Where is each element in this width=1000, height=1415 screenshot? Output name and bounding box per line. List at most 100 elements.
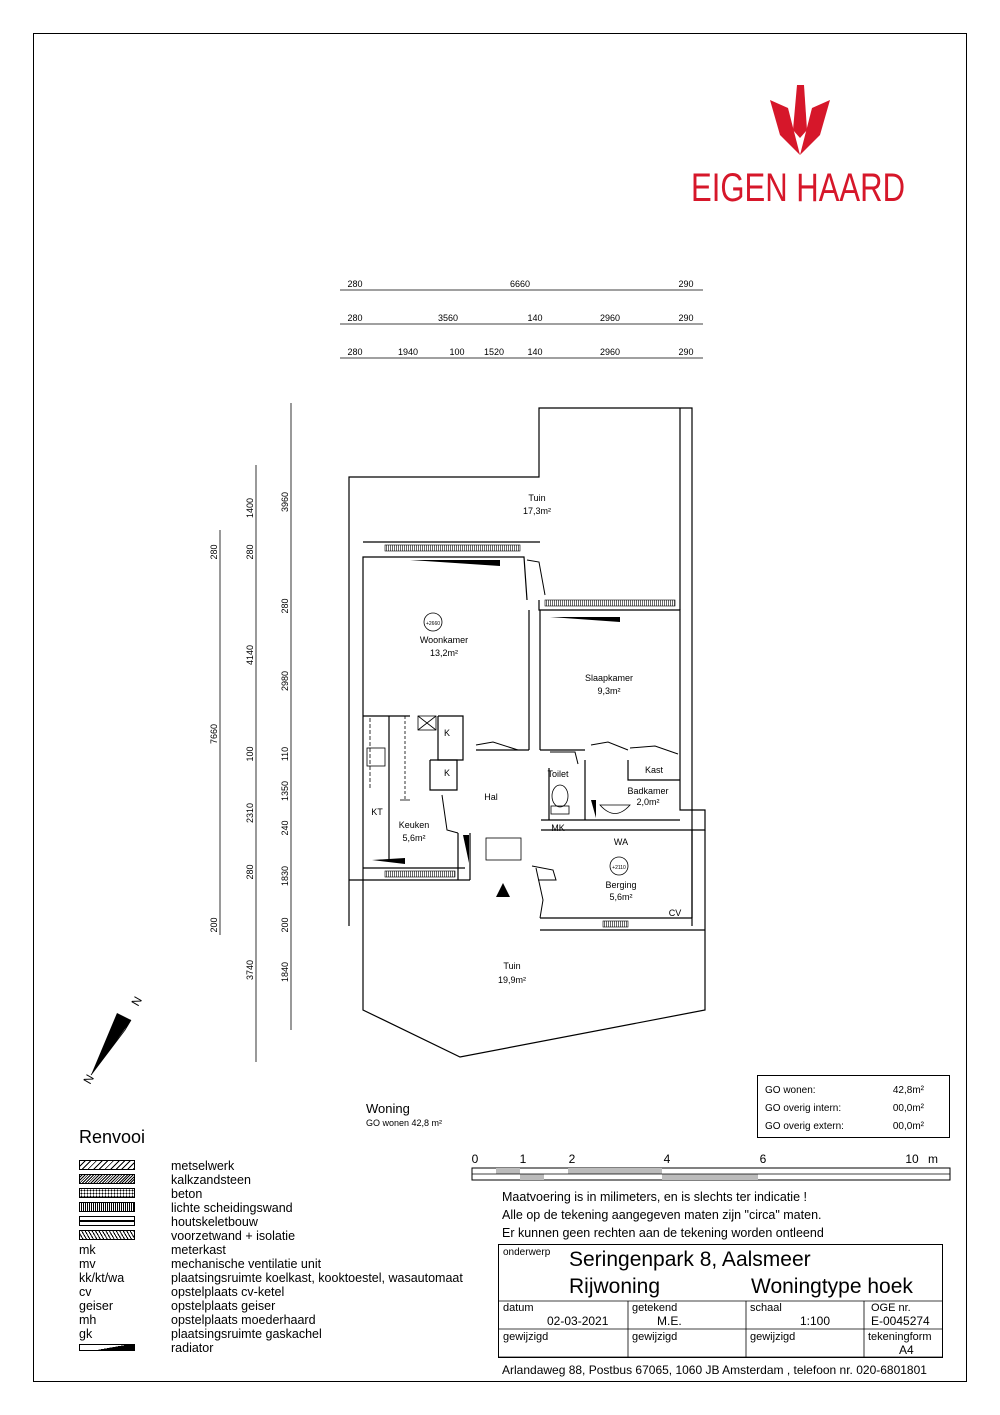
- left-dimension-labels: 280 7660 200 1400 280 4140 100 2310 280 …: [209, 492, 290, 982]
- dim-label: 140: [527, 313, 542, 323]
- legend-desc: opstelplaats geiser: [171, 1299, 276, 1313]
- area-value: 00,0m²: [892, 1103, 924, 1114]
- dim-label: 2310: [245, 803, 255, 823]
- legend-code: gk: [79, 1327, 93, 1341]
- dim-label: 1830: [280, 866, 290, 886]
- room-name: Hal: [484, 792, 498, 802]
- room-area: 5,6m²: [609, 892, 632, 902]
- oge-label: OGE nr.: [871, 1302, 911, 1314]
- timber-frame-swatch: [79, 1216, 135, 1226]
- dim-label: 290: [678, 313, 693, 323]
- project-title: Seringenpark 8, Aalsmeer: [569, 1248, 811, 1271]
- code-label: KT: [371, 807, 383, 817]
- getekend-value: M.E.: [657, 1314, 682, 1328]
- room-name: Kast: [645, 765, 664, 775]
- dim-label: 6660: [510, 279, 530, 289]
- dim-label: 2960: [600, 313, 620, 323]
- dim-label: 290: [678, 347, 693, 357]
- scale-label: 4: [664, 1152, 671, 1166]
- room-name: Keuken: [399, 820, 430, 830]
- drawing-frame: [33, 33, 967, 1382]
- room-area: 17,3m²: [523, 506, 551, 516]
- dim-label: 100: [449, 347, 464, 357]
- dwelling-type: Woningtype hoek: [751, 1275, 913, 1298]
- housing-type: Rijwoning: [569, 1275, 661, 1298]
- scale-label: 1: [520, 1152, 527, 1166]
- schaal-value: 1:100: [800, 1314, 831, 1328]
- dim-label: 2980: [280, 671, 290, 691]
- code-label: K: [444, 728, 450, 738]
- level-marker-text: +2110: [612, 865, 626, 871]
- dim-label: 240: [280, 820, 290, 835]
- room-name: Tuin: [503, 961, 520, 971]
- room-name: Berging: [605, 880, 636, 890]
- level-markers: [423, 612, 629, 876]
- scale-label: 0: [472, 1152, 479, 1166]
- dim-label: 280: [280, 598, 290, 613]
- light-wall-swatch: [79, 1202, 135, 1212]
- doors: [441, 559, 679, 919]
- level-marker-text: +2660: [426, 621, 440, 627]
- area-value: 42,8m²: [892, 1085, 924, 1096]
- legend-desc: metselwerk: [171, 1159, 235, 1173]
- legend-code: mv: [79, 1257, 96, 1271]
- legend-code: mh: [79, 1313, 97, 1327]
- scale-bar: 0 1 2 4 6 10 m: [471, 1152, 951, 1181]
- room-area: 13,2m²: [430, 648, 458, 658]
- dim-label: 4140: [245, 645, 255, 665]
- code-label: K: [444, 768, 450, 778]
- legend-desc: opstelplaats moederhaard: [171, 1313, 316, 1327]
- code-label: CV: [669, 908, 682, 918]
- code-label: MK: [551, 823, 565, 833]
- dim-label: 1940: [398, 347, 418, 357]
- company-address: Arlandaweg 88, Postbus 67065, 1060 JB Am…: [502, 1363, 927, 1377]
- fixtures: [366, 715, 631, 861]
- legend-code: cv: [79, 1285, 92, 1299]
- gewijzigd-label: gewijzigd: [750, 1331, 796, 1343]
- legend-desc: kalkzandsteen: [171, 1173, 251, 1187]
- dim-label: 200: [209, 917, 219, 932]
- woning-label: Woning: [366, 1101, 410, 1116]
- dim-label: 280: [245, 864, 255, 879]
- dim-label: 1400: [245, 498, 255, 518]
- area-label: GO overig intern:: [765, 1103, 842, 1114]
- dim-label: 100: [245, 746, 255, 761]
- legend-code: kk/kt/wa: [79, 1271, 125, 1285]
- walls: [348, 407, 706, 1058]
- scale-label: 10: [905, 1152, 919, 1166]
- room-name: Tuin: [528, 493, 545, 503]
- note-line: Alle op de tekening aangegeven maten zij…: [502, 1208, 822, 1222]
- room-name: Badkamer: [627, 786, 668, 796]
- dim-label: 290: [678, 279, 693, 289]
- top-dimensions: [340, 289, 703, 359]
- top-dimension-labels: 280 6660 290 280 3560 140 2960 290 280 1…: [347, 279, 693, 357]
- brand-logo: EIGEN HAARD: [691, 85, 905, 210]
- dim-label: 7660: [209, 724, 219, 744]
- dim-label: 200: [280, 917, 290, 932]
- dim-label: 280: [245, 544, 255, 559]
- radiator-swatch: [79, 1344, 135, 1351]
- scale-label: 6: [760, 1152, 767, 1166]
- gewijzigd-label: gewijzigd: [503, 1331, 549, 1343]
- room-area: 9,3m²: [597, 686, 620, 696]
- room-labels: Tuin 17,3m² +2660 Woonkamer 13,2m² Slaap…: [371, 493, 681, 985]
- legend-desc: opstelplaats cv-ketel: [171, 1285, 285, 1299]
- dim-label: 1840: [280, 962, 290, 982]
- area-row: GO overig extern: 00,0m²: [765, 1121, 924, 1135]
- dim-label: 140: [527, 347, 542, 357]
- legend-desc: voorzetwand + isolatie: [171, 1229, 296, 1243]
- datum-value: 02-03-2021: [547, 1314, 609, 1328]
- area-label: GO overig extern:: [765, 1121, 844, 1132]
- dim-label: 280: [347, 313, 362, 323]
- oge-value: E-0045274: [871, 1314, 930, 1328]
- schaal-label: schaal: [750, 1302, 782, 1314]
- radiators: [372, 544, 676, 928]
- legend-desc: lichte scheidingswand: [171, 1201, 293, 1215]
- legend-desc: plaatsingsruimte koelkast, kooktoestel, …: [171, 1271, 463, 1285]
- room-name: Slaapkamer: [585, 673, 633, 683]
- dim-label: 110: [280, 747, 290, 761]
- insulation-swatch: [79, 1230, 135, 1240]
- legend-desc: meterkast: [171, 1243, 226, 1257]
- area-value: 00,0m²: [892, 1121, 924, 1132]
